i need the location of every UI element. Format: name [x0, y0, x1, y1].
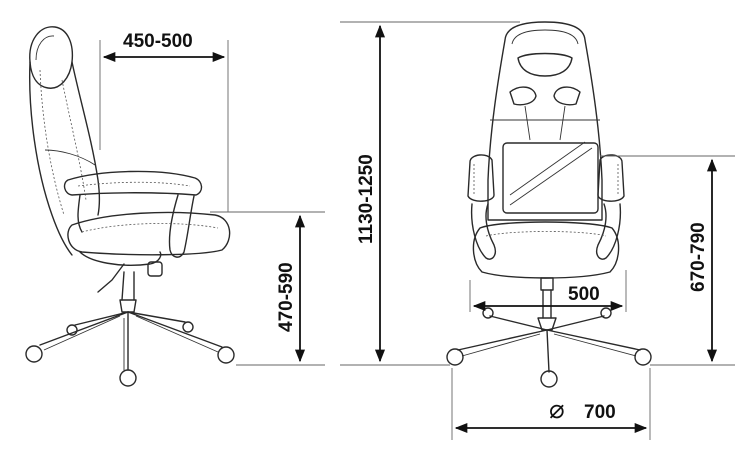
seat-width-dimension: 500 [469, 270, 627, 312]
front-armrest-height-label: 670-790 [688, 222, 709, 292]
side-view-chair [25, 26, 235, 387]
overall-height-label: 1130-1250 [356, 154, 377, 244]
side-depth-dimension: 450-500 [99, 31, 229, 212]
side-seat-height-dimension: 470-590 [210, 211, 325, 366]
diameter-symbol: ⌀ [549, 394, 565, 424]
overall-height-dimension: 1130-1250 [340, 21, 520, 366]
base-diameter-dimension: ⌀ 700 [451, 368, 651, 440]
front-armrest-height-dimension: 670-790 [600, 155, 735, 366]
base-diameter-label: 700 [584, 402, 616, 423]
seat-width-label: 500 [568, 284, 600, 305]
side-seat-height-label: 470-590 [276, 262, 297, 332]
side-depth-label: 450-500 [123, 31, 193, 52]
front-view-chair [446, 21, 652, 388]
